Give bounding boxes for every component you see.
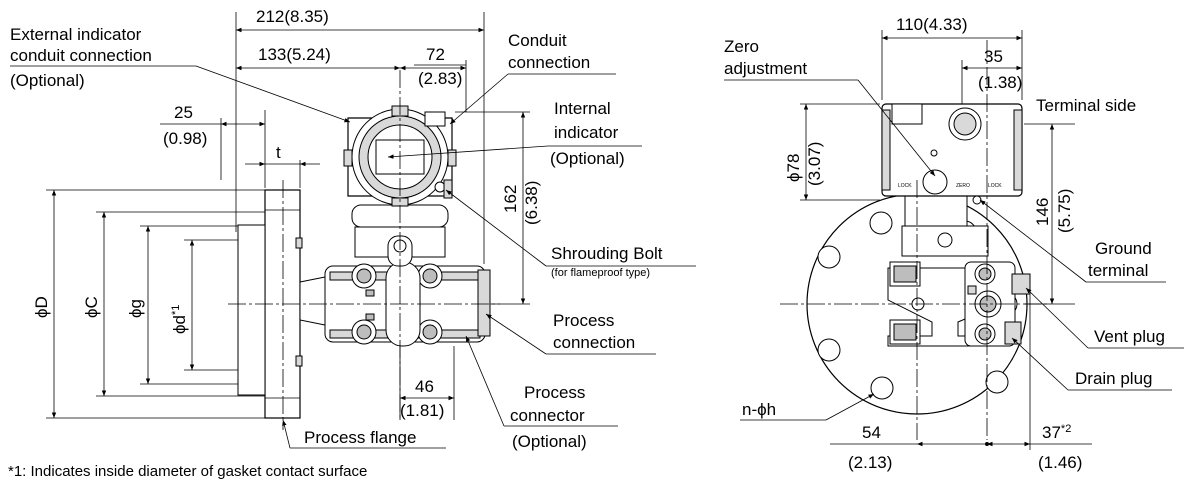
- right-view: LOCK ZERO LOCK 110(4.33) 35 (1.38) ϕ78 (…: [724, 15, 1184, 472]
- dim-flange-thickness: t: [276, 143, 281, 162]
- dim-height: 162: [501, 185, 520, 213]
- label-process-flange: Process flange: [304, 428, 416, 447]
- dim-phi-D: ϕD: [32, 296, 51, 318]
- dim-conduit-offset: 72: [426, 45, 445, 64]
- process-flange-shape: [237, 180, 331, 430]
- left-view: 212(8.35) 133(5.24) 72 (2.83) 25 (0.98) …: [8, 7, 696, 479]
- dim-overall-width: 212(8.35): [256, 7, 329, 26]
- dim-zero-offset-in: (1.38): [978, 73, 1022, 92]
- dim-right-offset-in: (1.46): [1038, 453, 1082, 472]
- dim-phi78-in: (3.07): [805, 142, 824, 186]
- label-conduit-2: connection: [508, 53, 590, 72]
- dim-phi-C: ϕC: [82, 296, 101, 318]
- dim-flange-offset-in: (0.98): [163, 129, 207, 148]
- housing-zero: ZERO: [956, 183, 970, 189]
- label-process-connector-2: connector: [510, 406, 585, 425]
- dim-left-offset-in: (2.13): [848, 453, 892, 472]
- label-zero-2: adjustment: [724, 59, 807, 78]
- process-connector-body: [324, 261, 491, 347]
- dim-phi-g: ϕg: [126, 299, 145, 318]
- label-int-indicator-2: indicator: [554, 123, 619, 142]
- dim-right-offset: 37: [1042, 423, 1061, 442]
- footnote: *1: Indicates inside diameter of gasket …: [8, 463, 367, 479]
- label-shrouding-note: (for flameproof type): [551, 267, 650, 279]
- dim-left-offset: 54: [862, 423, 881, 442]
- label-process-connector-1: Process: [524, 383, 585, 402]
- label-conduit-1: Conduit: [508, 31, 567, 50]
- dim-height-in: (6.38): [522, 181, 541, 225]
- dim-phi-d: ϕd: [170, 315, 189, 334]
- dim-right-offset-sup: *2: [1061, 423, 1071, 435]
- right-housing: LOCK ZERO LOCK: [881, 103, 1023, 205]
- housing-lock-left: LOCK: [898, 183, 912, 189]
- label-ext-indicator-1: External indicator: [10, 25, 142, 44]
- dim-process-offset-in: (1.81): [400, 401, 444, 420]
- label-drain-plug: Drain plug: [1075, 369, 1153, 388]
- dim-process-offset: 46: [415, 377, 434, 396]
- label-ground-2: terminal: [1088, 261, 1148, 280]
- label-process-conn-1: Process: [553, 311, 614, 330]
- dim-right-width: 110(4.33): [896, 15, 968, 34]
- label-terminal-side: Terminal side: [1036, 96, 1136, 115]
- svg-text:ϕd*1: ϕd*1: [170, 305, 189, 334]
- dim-right-height-in: (5.75): [1055, 189, 1074, 233]
- label-process-conn-2: connection: [553, 333, 635, 352]
- housing-lock-right: LOCK: [988, 183, 1002, 189]
- label-shrouding-bolt: Shrouding Bolt: [551, 244, 663, 263]
- label-zero-1: Zero: [724, 37, 759, 56]
- label-process-connector-3: (Optional): [512, 432, 587, 451]
- label-bolt-holes: n-ϕh: [742, 400, 776, 419]
- dim-phi78: ϕ78: [784, 154, 803, 182]
- dim-conduit-offset-in: (2.83): [418, 69, 462, 88]
- label-int-indicator-1: Internal: [554, 99, 611, 118]
- label-vent-plug: Vent plug: [1094, 327, 1165, 346]
- label-ground-1: Ground: [1095, 239, 1152, 258]
- label-int-indicator-3: (Optional): [550, 149, 625, 168]
- dim-phi-d-sup: *1: [170, 305, 182, 315]
- label-ext-indicator-2: conduit connection: [10, 46, 152, 65]
- label-ext-indicator-3: (Optional): [10, 71, 85, 90]
- dim-body-width: 133(5.24): [258, 45, 331, 64]
- dim-right-height: 146: [1033, 198, 1052, 226]
- dim-zero-offset: 35: [984, 47, 1003, 66]
- dim-flange-offset: 25: [174, 103, 193, 122]
- svg-text:37*2: 37*2: [1042, 423, 1071, 442]
